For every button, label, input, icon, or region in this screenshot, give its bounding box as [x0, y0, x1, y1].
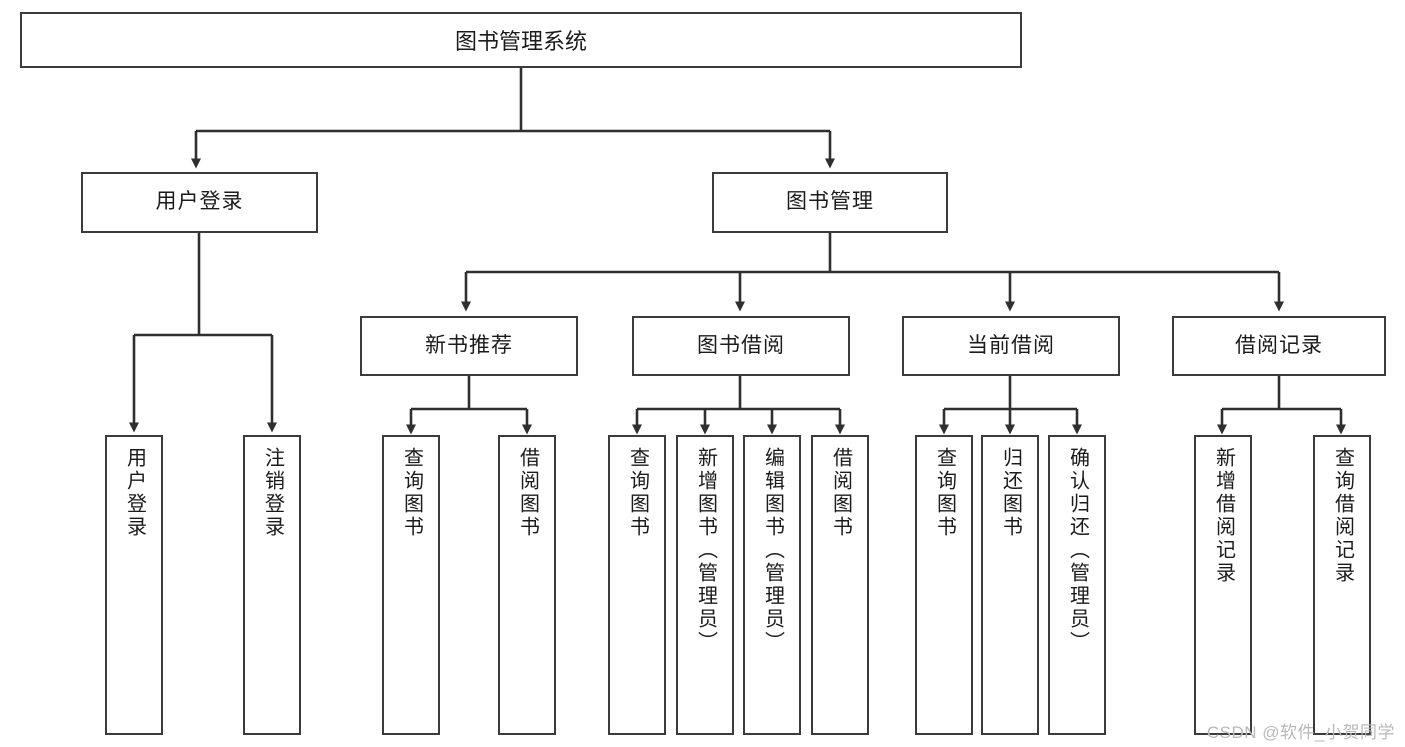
leaf-new-book-borrow[interactable]: 借阅图书: [498, 435, 556, 735]
leaf-label: 确认归还（管理员）: [1066, 447, 1089, 654]
leaf-label: 查询借阅记录: [1331, 447, 1354, 585]
leaf-label: 借阅图书: [829, 447, 852, 539]
leaf-label: 查询图书: [626, 447, 649, 539]
leaf-book-borrow-borrow[interactable]: 借阅图书: [811, 435, 869, 735]
node-user-login[interactable]: 用户登录: [81, 172, 318, 233]
leaf-borrow-records-query[interactable]: 查询借阅记录: [1313, 435, 1371, 735]
leaf-book-borrow-query[interactable]: 查询图书: [608, 435, 666, 735]
leaf-label: 查询图书: [933, 447, 956, 539]
leaf-new-book-query[interactable]: 查询图书: [382, 435, 440, 735]
leaf-label: 注销登录: [261, 447, 284, 539]
leaf-user-login-login[interactable]: 用户登录: [105, 435, 163, 735]
node-book-borrow[interactable]: 图书借阅: [632, 316, 850, 376]
watermark-text: CSDN @软件_小贺同学: [1206, 723, 1395, 742]
leaf-label: 新增图书（管理员）: [694, 447, 717, 654]
leaf-user-login-logout[interactable]: 注销登录: [243, 435, 301, 735]
leaf-label: 归还图书: [999, 447, 1022, 539]
node-book-management[interactable]: 图书管理: [712, 172, 948, 233]
leaf-current-borrow-confirm-return[interactable]: 确认归还（管理员）: [1048, 435, 1106, 735]
leaf-label: 用户登录: [123, 447, 146, 539]
node-root-system[interactable]: 图书管理系统: [20, 12, 1022, 68]
leaf-label: 查询图书: [400, 447, 423, 539]
leaf-label: 借阅图书: [516, 447, 539, 539]
leaf-borrow-records-add[interactable]: 新增借阅记录: [1194, 435, 1252, 735]
leaf-current-borrow-return[interactable]: 归还图书: [981, 435, 1039, 735]
leaf-book-borrow-edit[interactable]: 编辑图书（管理员）: [743, 435, 801, 735]
leaf-current-borrow-query[interactable]: 查询图书: [915, 435, 973, 735]
node-current-borrow[interactable]: 当前借阅: [902, 316, 1120, 376]
node-borrow-records[interactable]: 借阅记录: [1172, 316, 1386, 376]
leaf-book-borrow-add[interactable]: 新增图书（管理员）: [676, 435, 734, 735]
leaf-label: 编辑图书（管理员）: [761, 447, 784, 654]
leaf-label: 新增借阅记录: [1212, 447, 1235, 585]
node-new-book-recommend[interactable]: 新书推荐: [360, 316, 578, 376]
